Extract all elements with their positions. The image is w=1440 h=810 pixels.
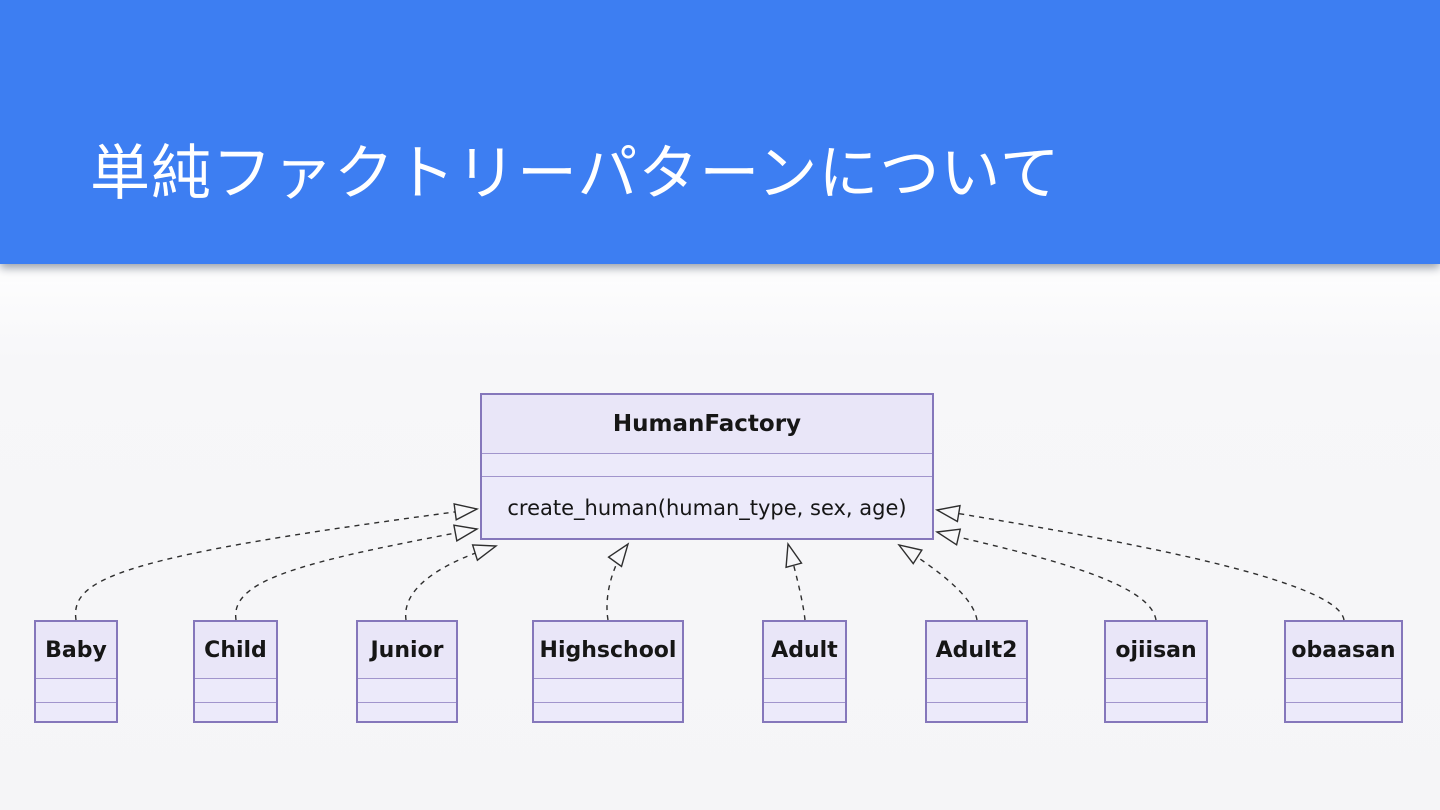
class-methods-adult2 (927, 702, 1026, 721)
class-name-adult2: Adult2 (927, 622, 1026, 678)
class-methods-baby (36, 702, 116, 721)
class-attributes-humanfactory (482, 453, 932, 476)
connector-child (235, 524, 480, 621)
class-name-obaasan: obaasan (1286, 622, 1401, 678)
class-attributes-obaasan (1286, 678, 1401, 702)
class-attributes-junior (358, 678, 456, 702)
connector-highschool (606, 542, 630, 621)
connector-obaasan (934, 504, 1345, 621)
class-methods-child (195, 702, 276, 721)
class-box-ojiisan: ojiisan (1104, 620, 1208, 723)
connector-adult (785, 542, 806, 621)
connector-adult2 (897, 543, 978, 621)
connector-ojiisan (935, 528, 1157, 621)
connector-junior (405, 544, 498, 621)
connector-baby (74, 503, 480, 621)
class-attributes-child (195, 678, 276, 702)
class-name-baby: Baby (36, 622, 116, 678)
class-box-junior: Junior (356, 620, 458, 723)
class-methods-obaasan (1286, 702, 1401, 721)
class-name-adult: Adult (764, 622, 845, 678)
class-method-create-human: create_human(human_type, sex, age) (482, 476, 932, 538)
class-box-adult: Adult (762, 620, 847, 723)
class-attributes-ojiisan (1106, 678, 1206, 702)
class-attributes-highschool (534, 678, 682, 702)
class-name-junior: Junior (358, 622, 456, 678)
class-box-humanfactory: HumanFactory create_human(human_type, se… (480, 393, 934, 540)
class-box-highschool: Highschool (532, 620, 684, 723)
slide-title: 単純ファクトリーパターンについて (90, 139, 1061, 209)
class-methods-adult (764, 702, 845, 721)
class-methods-highschool (534, 702, 682, 721)
class-name-ojiisan: ojiisan (1106, 622, 1206, 678)
class-box-baby: Baby (34, 620, 118, 723)
class-box-obaasan: obaasan (1284, 620, 1403, 723)
class-methods-ojiisan (1106, 702, 1206, 721)
slide-header: 単純ファクトリーパターンについて (0, 0, 1440, 264)
class-name-humanfactory: HumanFactory (482, 395, 932, 453)
class-box-child: Child (193, 620, 278, 723)
class-attributes-adult (764, 678, 845, 702)
class-attributes-baby (36, 678, 116, 702)
class-methods-junior (358, 702, 456, 721)
class-attributes-adult2 (927, 678, 1026, 702)
class-box-adult2: Adult2 (925, 620, 1028, 723)
class-name-highschool: Highschool (534, 622, 682, 678)
class-name-child: Child (195, 622, 276, 678)
